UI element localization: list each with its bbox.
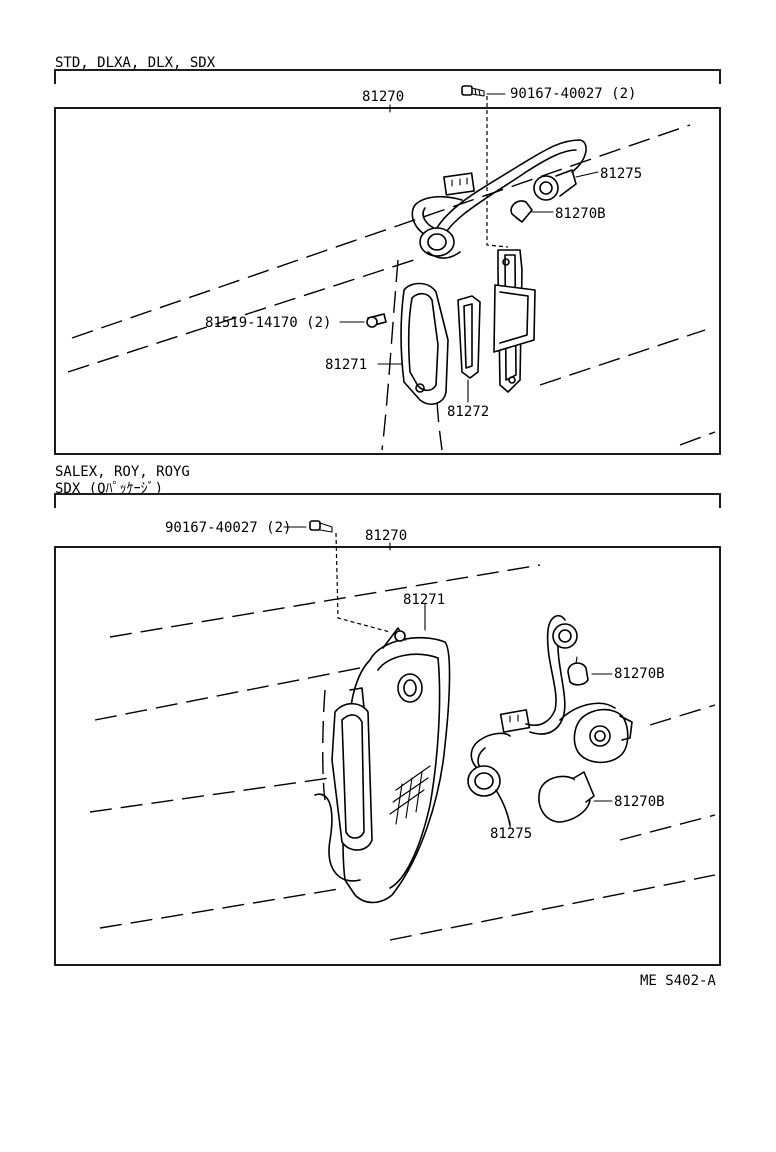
section-2-screw: [283, 520, 391, 633]
section-2-bracket: [54, 493, 721, 508]
section-2-heading-line-2: SDX (Qﾊﾟｯｹｰｼﾞ): [55, 481, 163, 497]
section-1-bracket: [54, 69, 721, 84]
section-1-screw-side: [366, 313, 387, 328]
section-2-label-socket-wire: 81275: [490, 826, 532, 842]
section-1-label-lens: 81271: [325, 357, 367, 373]
section-1-lens: [400, 282, 449, 405]
section-2: SALEX, ROY, ROYG SDX (Qﾊﾟｯｹｰｼﾞ) 90167-40…: [54, 464, 721, 966]
section-2-frame: [54, 546, 721, 966]
section-1-gasket: [457, 295, 481, 379]
section-1-screw-top: [461, 85, 509, 248]
section-1-label-socket-wire: 81275: [600, 166, 642, 182]
section-2-bulb-small: [567, 656, 589, 686]
section-2-label-lens: 81271: [403, 592, 445, 608]
section-1-label-bulb: 81270B: [555, 206, 606, 222]
section-2-label-bulb-large: 81270B: [614, 794, 665, 810]
section-2-label-assembly: 81270: [365, 528, 407, 544]
section-1-label-screw: 90167-40027 (2): [510, 86, 636, 102]
section-2-lamp-housing: [314, 627, 451, 904]
section-2-body-outline: [89, 564, 716, 941]
section-2-label-screw: 90167-40027 (2): [165, 520, 291, 536]
section-2-wire-harness: [467, 614, 633, 826]
section-2-bulb-large: [538, 771, 595, 823]
section-1: STD, DLXA, DLX, SDX 90167-40027 (2) 8127…: [54, 55, 721, 455]
section-1-label-assembly: 81270: [362, 89, 404, 105]
section-2-label-bulb-small: 81270B: [614, 666, 665, 682]
section-1-heading: STD, DLXA, DLX, SDX: [55, 55, 216, 71]
section-1-bulb: [510, 200, 533, 223]
section-1-wire-harness: [411, 139, 587, 259]
section-2-heading-line-1: SALEX, ROY, ROYG: [55, 464, 190, 480]
section-1-label-screw-side: 81519-14170 (2): [205, 315, 331, 331]
section-1-housing: [493, 249, 536, 393]
footer-code: ME S402-A: [640, 973, 716, 989]
section-1-frame: [54, 107, 721, 455]
section-1-label-gasket: 81272: [447, 404, 489, 420]
section-1-body-outline: [67, 124, 716, 451]
